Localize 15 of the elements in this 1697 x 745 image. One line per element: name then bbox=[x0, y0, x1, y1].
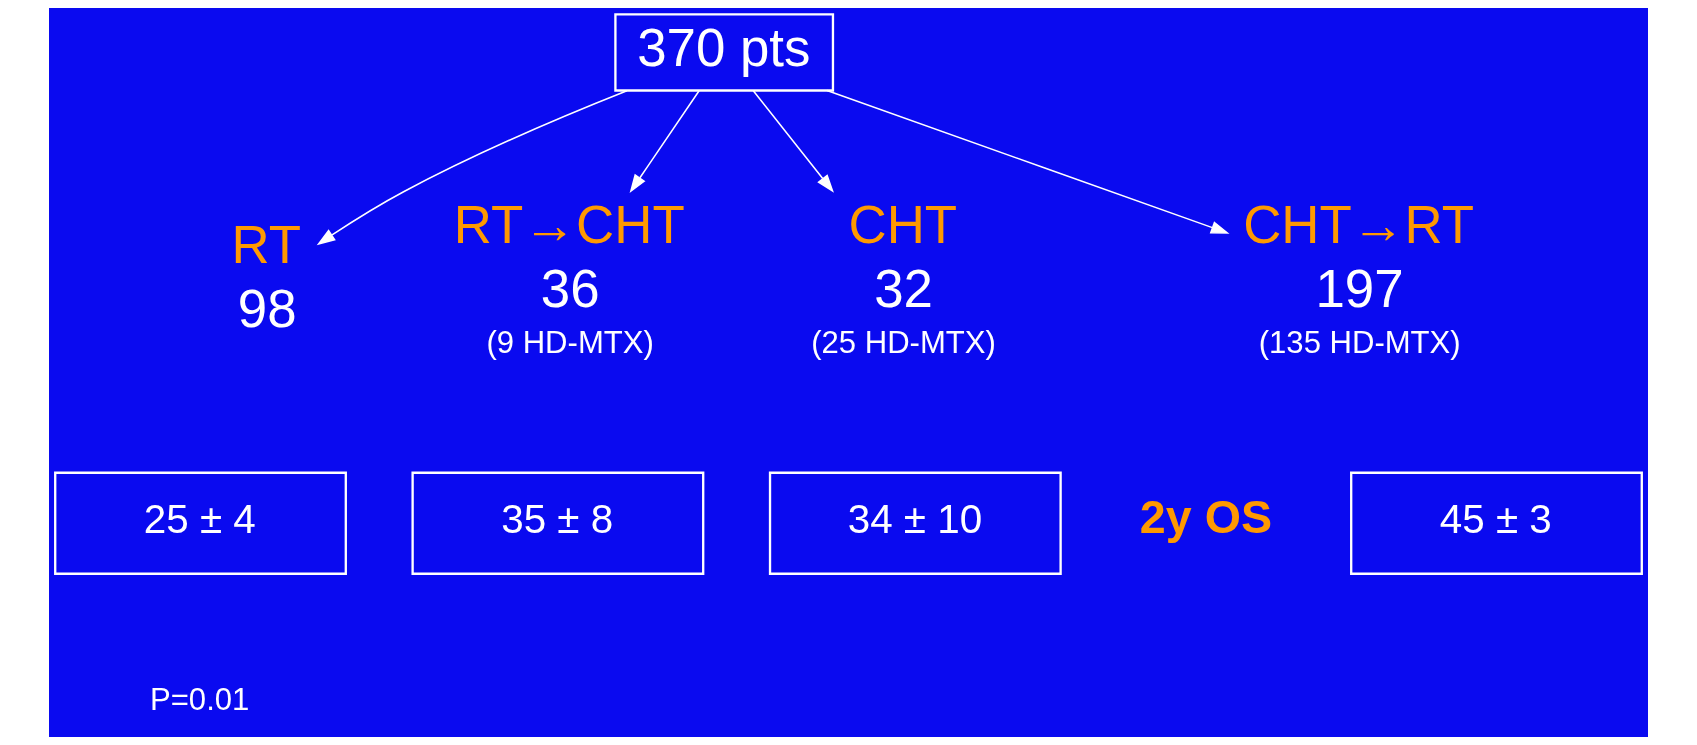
node-text: RT 98 bbox=[231, 215, 302, 338]
node-box: 25 ± 4 bbox=[54, 471, 347, 575]
arrow bbox=[629, 90, 700, 193]
arrow bbox=[316, 89, 628, 246]
node-box: 45 ± 3 bbox=[1350, 471, 1643, 575]
arrow bbox=[826, 89, 1230, 234]
node-text: CHT 32 (25 HD-MTX) bbox=[811, 195, 996, 361]
node-box: 34 ± 10 bbox=[768, 471, 1062, 575]
node-text: RT→CHT 36 (9 HD-MTX) bbox=[453, 195, 685, 361]
node-box: 35 ± 8 bbox=[411, 471, 705, 575]
node-box: 370 pts bbox=[614, 13, 835, 92]
label: P=0.01 bbox=[150, 682, 250, 718]
label: 2y OS bbox=[1139, 491, 1272, 544]
node-text: CHT→RT 197 (135 HD-MTX) bbox=[1243, 195, 1475, 361]
arrow bbox=[752, 90, 834, 193]
